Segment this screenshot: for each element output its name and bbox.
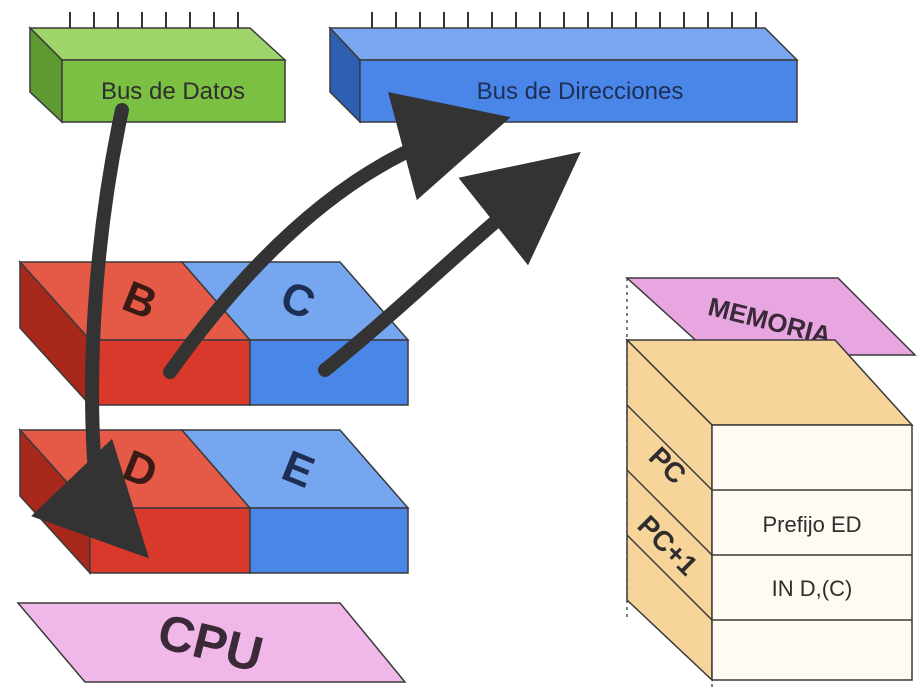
cpu-plate (16, 602, 407, 683)
data-bus-front (61, 59, 286, 123)
memory-block: MEMORIA PC PC+1 Prefijo ED IN D,(C) (625, 277, 917, 690)
address-bus-label: Bus de Direcciones (477, 78, 684, 105)
cpu-block: CPU (16, 602, 407, 683)
memory-cell-prefix: Prefijo ED (762, 512, 861, 537)
memory-side-divider (626, 404, 713, 491)
address-bus-pins (371, 12, 757, 30)
data-bus-label: Bus de Datos (101, 78, 245, 105)
data-bus-pins (69, 12, 239, 30)
data-bus-top (28, 27, 287, 61)
register-pair-bc: B C (18, 260, 410, 407)
memory-side-divider (626, 534, 713, 621)
data-bus: Bus de Datos (28, 12, 287, 124)
memory-side-divider (626, 469, 713, 556)
address-bus: Bus de Direcciones (328, 12, 799, 124)
register-e-front (249, 507, 409, 574)
arrow-b-to-address-bus (163, 91, 511, 379)
memory-cell-instruction: IN D,(C) (772, 576, 853, 601)
flow-arrows (31, 91, 581, 559)
register-pair-de: D E (18, 428, 410, 575)
arrow-c-to-address-bus (318, 151, 581, 377)
arrow-data-bus-to-d (31, 103, 150, 559)
memory-front-face (711, 424, 913, 681)
memory-title-plate (625, 277, 917, 356)
address-bus-top (328, 27, 799, 61)
